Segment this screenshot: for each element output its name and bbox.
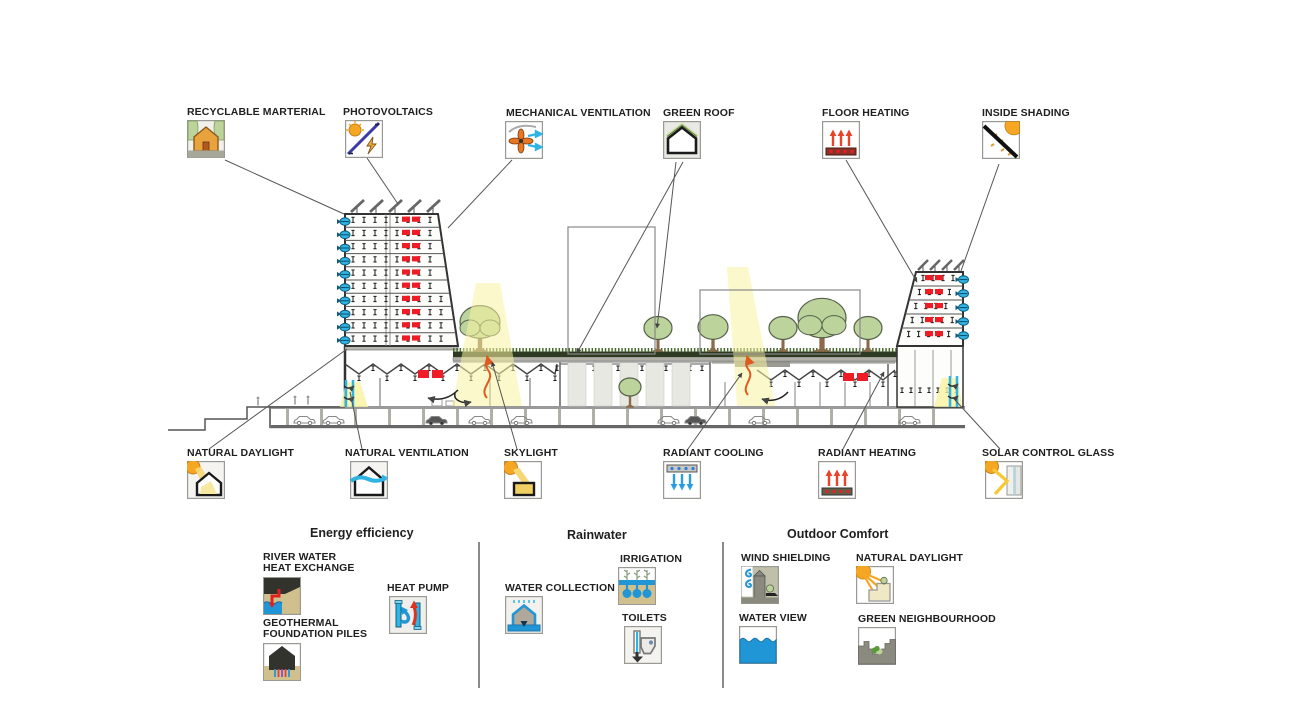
geothermal-foundation-piles-icon bbox=[263, 642, 301, 681]
callout-natural-daylight: NATURAL DAYLIGHT bbox=[187, 447, 294, 500]
callout-mechanical-ventilation: MECHANICAL VENTILATION bbox=[505, 107, 651, 160]
callout-river-water-heat-exchange: RIVER WATER HEAT EXCHANGE bbox=[263, 551, 355, 615]
callout-wind-shielding: WIND SHIELDING bbox=[741, 552, 831, 605]
callout-irrigation: IRRIGATION bbox=[618, 553, 683, 606]
callout-label: NATURAL DAYLIGHT bbox=[187, 447, 294, 459]
callout-label: GREEN NEIGHBOURHOOD bbox=[858, 613, 996, 625]
callout-green-neighbourhood: GREEN NEIGHBOURHOOD bbox=[858, 613, 996, 666]
callout-label: NATURAL DAYLIGHT bbox=[856, 552, 963, 564]
callout-water-view: WATER VIEW bbox=[739, 612, 807, 665]
callout-water-collection: WATER COLLECTION bbox=[505, 582, 615, 635]
callout-label: RADIANT COOLING bbox=[663, 447, 764, 459]
radiant-cooling-icon bbox=[663, 461, 701, 500]
callout-label: WATER VIEW bbox=[739, 612, 807, 624]
callout-label: MECHANICAL VENTILATION bbox=[506, 107, 651, 119]
inside-shading-icon bbox=[982, 121, 1020, 160]
callout-label: WATER COLLECTION bbox=[505, 582, 615, 594]
recyclable-material-icon bbox=[187, 120, 225, 159]
natural-daylight-icon bbox=[187, 461, 225, 500]
callout-radiant-cooling: RADIANT COOLING bbox=[663, 447, 764, 500]
callout-label: RECYCLABLE MARTERIAL bbox=[187, 106, 326, 118]
water-collection-icon bbox=[505, 596, 543, 635]
callout-photovoltaics: PHOTOVOLTAICS bbox=[343, 106, 433, 159]
mechanical-ventilation-icon bbox=[505, 121, 543, 160]
callout-label: FLOOR HEATING bbox=[822, 107, 910, 119]
wind-shielding-icon bbox=[741, 566, 779, 605]
callout-geothermal-foundation-piles: GEOTHERMAL FOUNDATION PILES bbox=[263, 617, 368, 681]
callout-natural-daylight-outdoor: NATURAL DAYLIGHT bbox=[856, 552, 963, 605]
callout-inside-shading: INSIDE SHADING bbox=[982, 107, 1070, 160]
callout-label: INSIDE SHADING bbox=[982, 107, 1070, 119]
water-view-icon bbox=[739, 626, 777, 665]
solar-control-glass-icon bbox=[985, 461, 1023, 500]
callout-recyclable-material: RECYCLABLE MARTERIAL bbox=[187, 106, 326, 159]
callout-heat-pump: HEAT PUMP bbox=[387, 582, 449, 635]
callout-label: TOILETS bbox=[622, 612, 667, 624]
natural-daylight-outdoor-icon bbox=[856, 566, 894, 605]
callout-label: HEAT PUMP bbox=[387, 582, 449, 594]
callout-toilets: TOILETS bbox=[622, 612, 667, 665]
skylight-icon bbox=[504, 461, 542, 500]
heat-pump-icon bbox=[389, 596, 427, 635]
legend-section-title-0: Energy efficiency bbox=[310, 526, 414, 540]
toilets-icon bbox=[624, 626, 662, 665]
callout-label: WIND SHIELDING bbox=[741, 552, 831, 564]
callout-radiant-heating: RADIANT HEATING bbox=[818, 447, 917, 500]
callout-label: PHOTOVOLTAICS bbox=[343, 106, 433, 118]
callout-label: SOLAR CONTROL GLASS bbox=[982, 447, 1115, 459]
irrigation-icon bbox=[618, 567, 656, 606]
legend-divider bbox=[478, 542, 480, 688]
callout-label: SKYLIGHT bbox=[504, 447, 558, 459]
callout-floor-heating: FLOOR HEATING bbox=[822, 107, 910, 160]
callout-solar-control-glass: SOLAR CONTROL GLASS bbox=[982, 447, 1115, 500]
callout-label: NATURAL VENTILATION bbox=[345, 447, 469, 459]
callout-label: GREEN ROOF bbox=[663, 107, 735, 119]
callout-natural-ventilation: NATURAL VENTILATION bbox=[345, 447, 469, 500]
legend-section-title-1: Rainwater bbox=[567, 528, 627, 542]
green-roof-icon bbox=[663, 121, 701, 160]
callout-label: RADIANT HEATING bbox=[818, 447, 917, 459]
callout-label: IRRIGATION bbox=[620, 553, 683, 565]
legend-divider bbox=[722, 542, 724, 688]
legend-section-title-2: Outdoor Comfort bbox=[787, 527, 889, 541]
natural-ventilation-icon bbox=[350, 461, 388, 500]
callout-label: RIVER WATER HEAT EXCHANGE bbox=[263, 551, 355, 575]
callout-label: GEOTHERMAL FOUNDATION PILES bbox=[263, 617, 368, 641]
callout-green-roof: GREEN ROOF bbox=[663, 107, 735, 160]
callout-skylight: SKYLIGHT bbox=[504, 447, 558, 500]
radiant-heating-icon bbox=[818, 461, 856, 500]
floor-heating-icon bbox=[822, 121, 860, 160]
photovoltaics-icon bbox=[345, 120, 383, 159]
river-water-heat-exchange-icon bbox=[263, 576, 301, 615]
green-neighbourhood-icon bbox=[858, 627, 896, 666]
